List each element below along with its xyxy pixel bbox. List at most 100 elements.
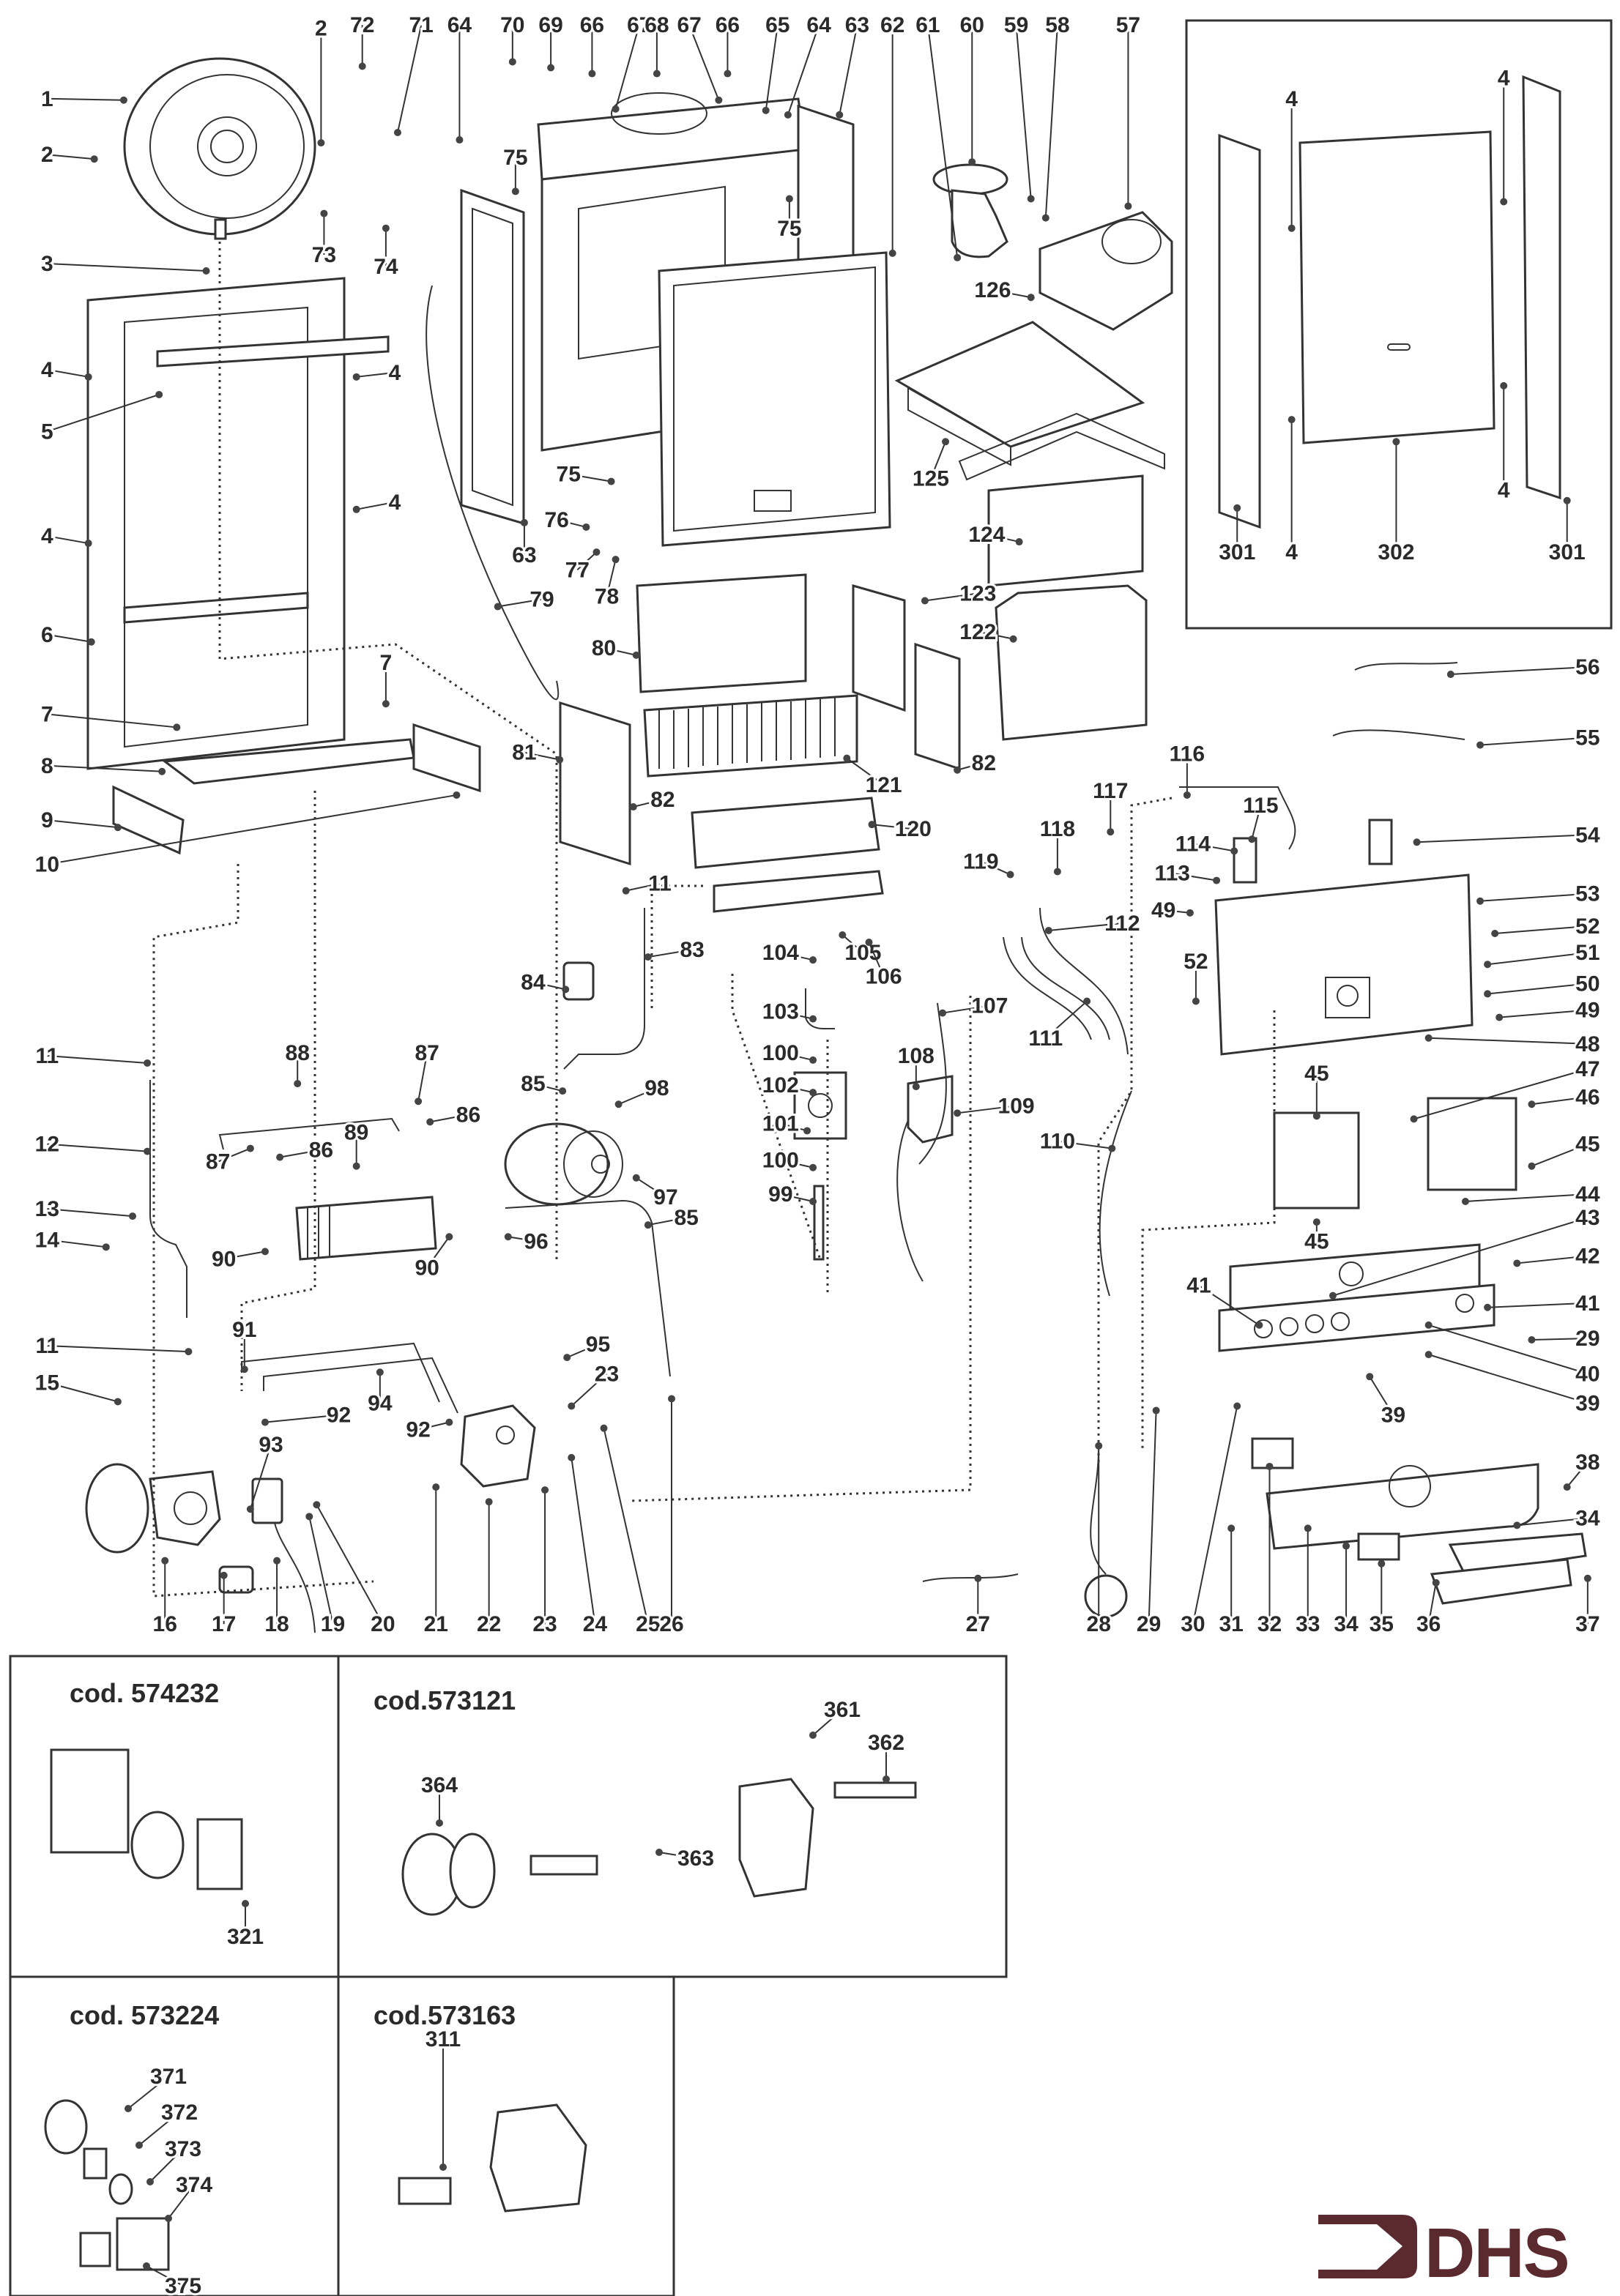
callout-label: 94 — [368, 1392, 393, 1416]
callout-label: 109 — [998, 1094, 1035, 1118]
kit-title-573121: cod.573121 — [374, 1685, 516, 1715]
callout-label: 55 — [1575, 726, 1599, 750]
callout-dot — [1152, 1406, 1160, 1414]
callout-41: 41 — [1484, 1289, 1602, 1318]
callout-label: 6 — [41, 623, 53, 647]
callout-dot — [84, 540, 92, 548]
callout-leader — [1045, 1000, 1088, 1039]
callout-66: 66 — [578, 11, 606, 78]
callout-label: 4 — [389, 491, 401, 515]
callout-dot — [1053, 868, 1061, 876]
callout-leader — [417, 1421, 450, 1431]
kit-switch-body — [116, 2217, 170, 2271]
callout-301: 301 — [1216, 504, 1257, 567]
callout-label: 116 — [1170, 742, 1205, 767]
callout-42: 42 — [1513, 1242, 1602, 1270]
callout-label: 125 — [913, 467, 949, 491]
electrode-lead-111a — [1003, 936, 1092, 1040]
callout-111: 111 — [1026, 997, 1091, 1053]
callout-leader — [308, 1516, 334, 1625]
kit-callout-leader — [138, 2112, 180, 2146]
callout-dot — [1366, 1373, 1374, 1381]
callout-113: 113 — [1153, 860, 1221, 888]
ignition-cable — [896, 1119, 924, 1282]
kit-callout-label: 371 — [150, 2065, 187, 2089]
callout-85: 85 — [519, 1070, 567, 1098]
callout-54: 54 — [1413, 821, 1602, 849]
callout-49: 49 — [1495, 996, 1602, 1025]
callout-15: 15 — [33, 1368, 122, 1406]
callout-dot — [939, 1009, 947, 1017]
kit-callout-375: 375 — [143, 2262, 204, 2296]
callout-label: 45 — [1575, 1133, 1599, 1157]
gas-valve — [793, 1071, 847, 1140]
callout-67: 67 — [675, 11, 723, 104]
callout-leader — [1479, 892, 1588, 902]
callout-dot — [868, 821, 876, 829]
flue-hood — [894, 321, 1165, 481]
callout-dot — [1461, 1197, 1469, 1205]
callout-label: 64 — [447, 13, 472, 37]
callout-label: 2 — [41, 143, 53, 167]
callout-29: 29 — [1134, 1406, 1163, 1639]
callout-dot — [1108, 1144, 1116, 1152]
callout-leader — [47, 819, 118, 829]
callout-dot — [1392, 438, 1400, 446]
callout-label: 107 — [971, 994, 1008, 1018]
callout-leader — [1332, 1217, 1589, 1297]
callout-leader — [1487, 952, 1588, 966]
kit-callout-dot — [125, 2105, 132, 2112]
callout-leader — [780, 1084, 814, 1094]
callout-leader — [606, 559, 617, 597]
callout-dot — [1083, 997, 1091, 1005]
callout-dot — [1124, 202, 1132, 210]
callout-82: 82 — [629, 786, 677, 814]
callout-label: 39 — [1575, 1392, 1599, 1416]
callout-52: 52 — [1491, 912, 1602, 941]
callout-leader — [264, 1414, 339, 1423]
callout-dot — [1513, 1259, 1521, 1267]
callout-leader — [618, 1087, 658, 1106]
callout-dot — [942, 438, 950, 446]
callout-96: 96 — [504, 1227, 551, 1256]
callout-19: 19 — [305, 1513, 347, 1639]
rear-insulation-frame — [995, 584, 1148, 741]
callout-leader — [47, 535, 89, 545]
callout-label: 34 — [1575, 1506, 1600, 1530]
callout-dot — [261, 1418, 269, 1426]
callout-label: 75 — [557, 463, 581, 487]
callout-label: 63 — [512, 543, 536, 567]
callout-label: 4 — [389, 361, 401, 385]
callout-label: 4 — [1498, 479, 1510, 503]
callout-dot — [954, 766, 962, 774]
callout-dot — [185, 1348, 193, 1356]
dhw-pipe — [218, 1117, 400, 1150]
gas-pipe-bend — [805, 988, 835, 1029]
callout-dot — [803, 1127, 811, 1135]
callout-label: 97 — [653, 1185, 677, 1210]
callout-label: 122 — [959, 620, 996, 644]
callout-dot — [1378, 1559, 1386, 1568]
callout-76: 76 — [542, 506, 590, 534]
callout-dot — [921, 597, 929, 605]
hydraulic-group-left — [85, 1463, 221, 1554]
callout-label: 12 — [35, 1133, 59, 1157]
kit-callout-361: 361 — [809, 1696, 863, 1739]
callout-label: 7 — [41, 702, 53, 726]
callout-label: 100 — [762, 1149, 799, 1173]
flow-pipe — [563, 908, 645, 1070]
panel-door-frame — [1430, 1558, 1572, 1605]
callout-80: 80 — [590, 634, 640, 663]
callout-label: 102 — [762, 1073, 799, 1097]
callout-label: 95 — [586, 1332, 610, 1357]
callout-leader — [1369, 1376, 1394, 1416]
callout-65: 65 — [762, 11, 792, 114]
callout-label: 19 — [321, 1612, 345, 1636]
callout-label: 11 — [35, 1334, 59, 1358]
kit-diaphragm — [449, 1833, 496, 1909]
callout-4: 4 — [1283, 85, 1300, 232]
hydraulic-group-right — [460, 1404, 536, 1488]
callout-dot — [1312, 1112, 1320, 1120]
kit-callout-dot — [436, 1819, 443, 1827]
callout-leader — [508, 1236, 537, 1242]
